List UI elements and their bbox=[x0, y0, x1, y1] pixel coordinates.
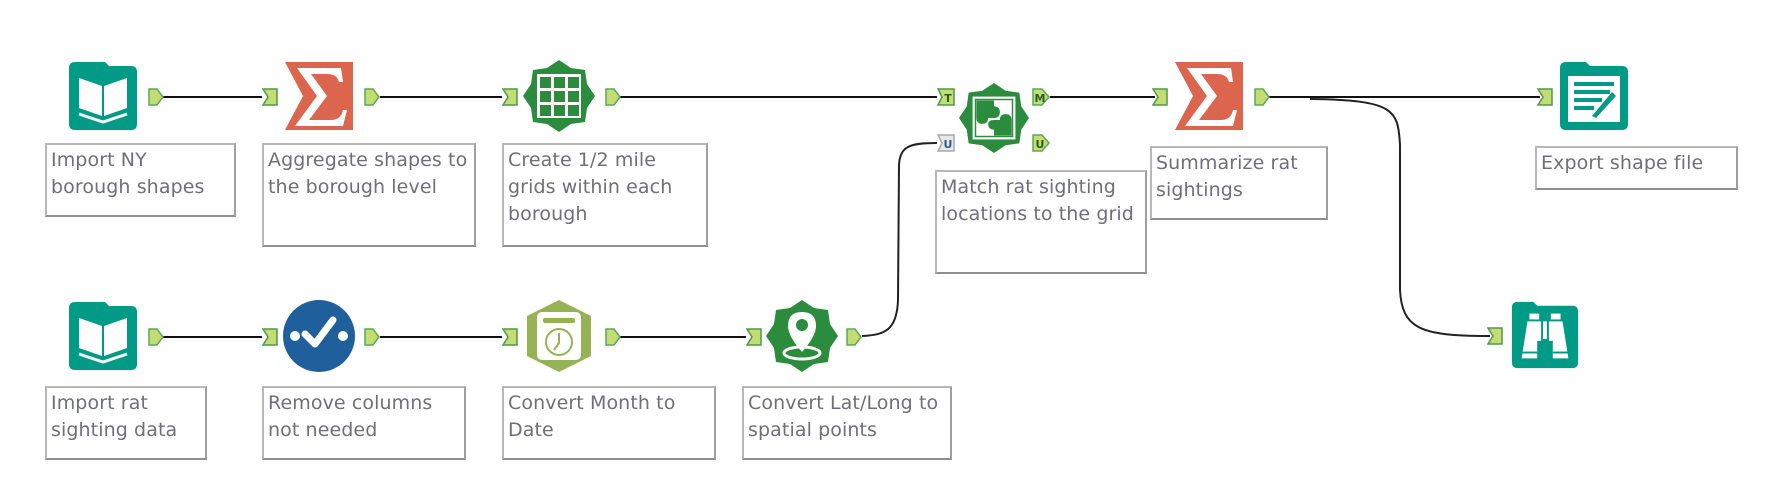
output-data-icon bbox=[1560, 62, 1628, 130]
tool-label: Convert Month to Date bbox=[502, 386, 716, 460]
tool-label: Convert Lat/Long to spatial points bbox=[742, 386, 952, 460]
tool-label: Summarize rat sightings bbox=[1150, 146, 1328, 220]
tool-label: Import NY borough shapes bbox=[45, 143, 236, 217]
input-anchor[interactable] bbox=[502, 88, 518, 106]
svg-text:U: U bbox=[944, 138, 953, 151]
output-anchor[interactable] bbox=[605, 328, 621, 346]
tool-spatial-match[interactable] bbox=[957, 80, 1031, 156]
output-anchor[interactable] bbox=[1254, 88, 1270, 106]
browse-binoculars-icon bbox=[1511, 301, 1579, 369]
wire-createpts-match[interactable] bbox=[861, 142, 938, 337]
output-anchor[interactable] bbox=[364, 88, 380, 106]
tool-input-data-2[interactable] bbox=[65, 298, 141, 374]
tool-label: Remove columns not needed bbox=[262, 386, 466, 460]
summarize-sigma-icon bbox=[285, 62, 353, 130]
tool-datetime[interactable] bbox=[521, 298, 597, 374]
input-anchor[interactable] bbox=[502, 328, 518, 346]
output-anchor[interactable] bbox=[148, 328, 164, 346]
output-anchor-unmatched[interactable]: U bbox=[1032, 134, 1050, 152]
spatial-match-puzzle-icon bbox=[958, 82, 1030, 154]
create-points-pin-icon bbox=[766, 300, 838, 372]
input-anchor[interactable] bbox=[1487, 327, 1503, 345]
tool-summarize-1[interactable] bbox=[281, 58, 357, 134]
wire-summ2-browse[interactable] bbox=[1309, 98, 1490, 337]
select-columns-icon bbox=[283, 300, 355, 372]
tool-make-grid[interactable] bbox=[521, 58, 597, 134]
output-anchor[interactable] bbox=[605, 88, 621, 106]
input-anchor[interactable] bbox=[1537, 88, 1553, 106]
tool-input-data-1[interactable] bbox=[65, 58, 141, 134]
tool-label: Export shape file bbox=[1535, 146, 1738, 190]
svg-text:U: U bbox=[1036, 138, 1045, 151]
tool-label: Create 1/2 mile grids within each boroug… bbox=[502, 143, 708, 247]
input-anchor[interactable] bbox=[262, 328, 278, 346]
make-grid-icon bbox=[523, 60, 595, 132]
input-anchor-universe[interactable]: U bbox=[937, 134, 955, 152]
datetime-clock-icon bbox=[527, 300, 591, 372]
input-anchor[interactable] bbox=[746, 328, 762, 346]
tool-select[interactable] bbox=[281, 298, 357, 374]
input-data-book-icon bbox=[69, 62, 137, 130]
input-anchor[interactable] bbox=[1152, 88, 1168, 106]
output-anchor-matched[interactable]: M bbox=[1032, 88, 1050, 106]
tool-create-points[interactable] bbox=[764, 298, 840, 374]
svg-text:T: T bbox=[944, 92, 952, 105]
svg-text:M: M bbox=[1035, 92, 1046, 105]
summarize-sigma-icon bbox=[1175, 62, 1243, 130]
output-anchor[interactable] bbox=[364, 328, 380, 346]
output-anchor[interactable] bbox=[148, 88, 164, 106]
input-anchor[interactable] bbox=[262, 88, 278, 106]
tool-summarize-2[interactable] bbox=[1171, 58, 1247, 134]
output-anchor[interactable] bbox=[846, 328, 862, 346]
tool-label: Import rat sighting data bbox=[45, 386, 207, 460]
tool-label: Match rat sighting locations to the grid bbox=[935, 170, 1147, 274]
tool-label: Aggregate shapes to the borough level bbox=[262, 143, 476, 247]
input-data-book-icon bbox=[69, 302, 137, 370]
tool-output-data[interactable] bbox=[1556, 58, 1632, 134]
tool-browse[interactable] bbox=[1508, 298, 1582, 372]
input-anchor-target[interactable]: T bbox=[937, 88, 955, 106]
